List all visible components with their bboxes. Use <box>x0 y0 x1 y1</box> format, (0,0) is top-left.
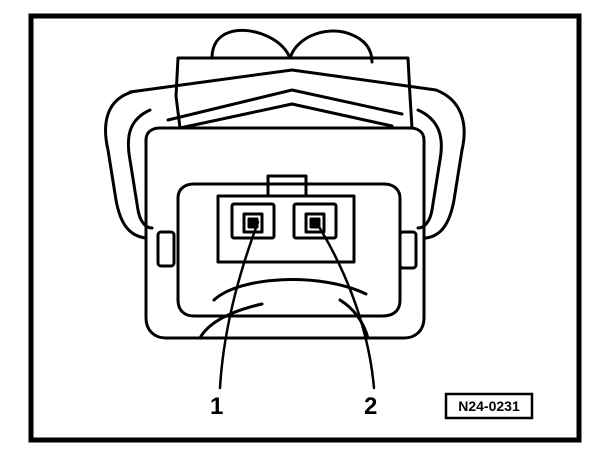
front-housing <box>144 126 426 340</box>
pin-terminal-2-housing <box>292 202 338 240</box>
connector-drawing <box>104 28 466 390</box>
cable-boot-lower <box>198 302 264 340</box>
pin-terminal-2 <box>304 212 326 234</box>
pin-terminal-1 <box>242 212 264 234</box>
left-side-clip <box>104 90 148 240</box>
latch-strap-mid <box>178 102 394 130</box>
reference-code-box <box>444 392 534 420</box>
callout-2-label: 2 <box>364 393 377 420</box>
callout-1-label: 1 <box>210 393 223 420</box>
cable-boot-right <box>338 298 370 340</box>
top-bump-left <box>210 28 292 60</box>
leader-line-2 <box>314 220 376 390</box>
latch-strap-outer <box>128 68 438 94</box>
left-side-clip-inner <box>126 108 154 230</box>
right-side-tab <box>398 230 418 270</box>
pin-terminal-2-contact <box>309 217 321 229</box>
figure-frame <box>28 13 582 443</box>
right-side-clip-inner <box>416 108 443 230</box>
rear-housing <box>174 56 414 130</box>
latch-nub <box>266 174 308 198</box>
reference-code: N24-0231 <box>458 398 520 414</box>
pin-holder <box>216 194 356 264</box>
leader-line-1 <box>218 220 260 390</box>
left-side-tab <box>156 230 176 268</box>
socket-cavity <box>176 182 402 318</box>
right-side-clip <box>424 88 466 240</box>
top-bump-right <box>288 29 374 64</box>
latch-strap-inner <box>166 88 404 122</box>
